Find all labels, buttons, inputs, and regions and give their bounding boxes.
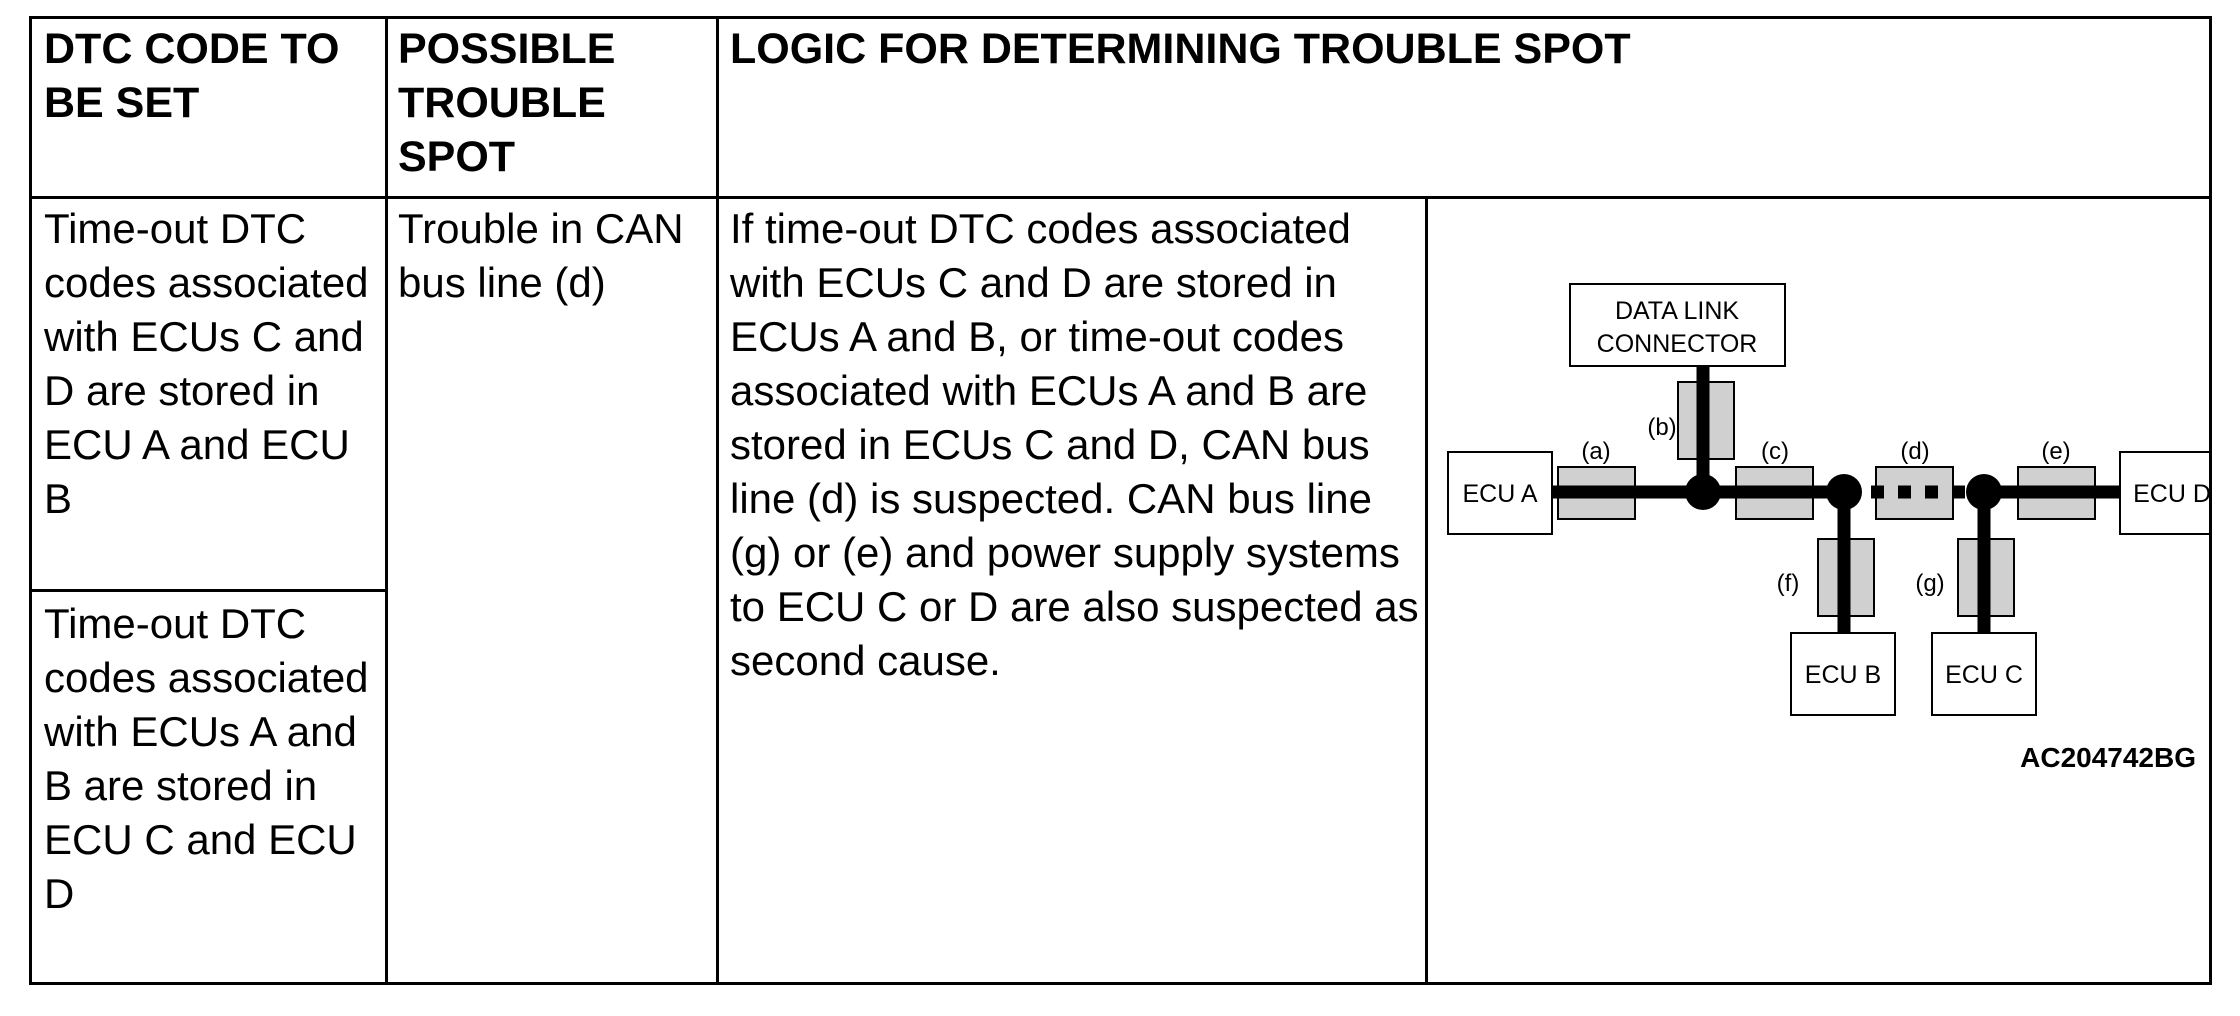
- segment-box-d: [1875, 466, 1954, 520]
- figure-code: AC204742BG: [2020, 742, 2196, 773]
- col-divider-3: [1425, 196, 1428, 982]
- connector-label-line1: DATA LINK: [1615, 297, 1739, 325]
- can-bus-diagram-cell: DATA LINK CONNECTOR: [1428, 199, 2225, 982]
- dtc-table: DTC CODE TO BE SET POSSIBLE TROUBLE SPOT…: [29, 16, 2225, 985]
- logic-cell: If time-out DTC codes associated with EC…: [730, 205, 1419, 684]
- label-g: (g): [1915, 570, 1944, 597]
- junction-dot-1: [1685, 474, 1721, 510]
- junction-dot-3: [1966, 474, 2002, 510]
- data-link-connector-box: [1569, 283, 1786, 367]
- junction-dot-2: [1826, 474, 1862, 510]
- dtc-cell-row-2: Time-out DTC codes associated with ECUs …: [44, 600, 369, 917]
- label-e: (e): [2041, 438, 2070, 465]
- ecu-c-box: [1931, 632, 2037, 716]
- label-b: (b): [1647, 414, 1676, 441]
- header-possible-trouble-spot: POSSIBLE TROUBLE SPOT: [398, 25, 616, 181]
- row-divider: [32, 589, 386, 592]
- col-divider-1: [385, 19, 388, 982]
- label-a: (a): [1581, 438, 1610, 465]
- label-f: (f): [1777, 570, 1800, 597]
- ecu-c-label: ECU C: [1945, 661, 2023, 689]
- can-bus-diagram: DATA LINK CONNECTOR: [1447, 283, 2225, 773]
- connector-label-line2: CONNECTOR: [1597, 330, 1758, 358]
- dtc-cell-row-1: Time-out DTC codes associated with ECUs …: [44, 205, 369, 522]
- label-c: (c): [1761, 438, 1789, 465]
- trouble-spot-cell: Trouble in CAN bus line (d): [398, 205, 684, 306]
- ecu-a-label: ECU A: [1462, 480, 1537, 508]
- ecu-b-label: ECU B: [1805, 661, 1881, 689]
- col-divider-2: [716, 19, 719, 982]
- ecu-a-box: [1447, 451, 1553, 535]
- header-logic: LOGIC FOR DETERMINING TROUBLE SPOT: [730, 25, 1631, 73]
- header-divider: [32, 196, 2209, 199]
- header-dtc-code: DTC CODE TO BE SET: [44, 25, 340, 127]
- ecu-b-box: [1790, 632, 1896, 716]
- ecu-d-label: ECU D: [2133, 480, 2209, 508]
- label-d: (d): [1900, 438, 1929, 465]
